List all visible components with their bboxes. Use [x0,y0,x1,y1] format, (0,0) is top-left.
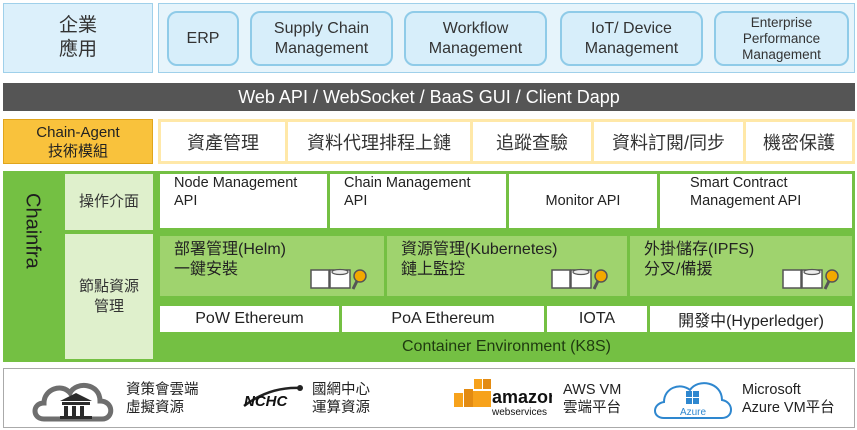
chain-agent-label: Chain-Agent 技術模組 [3,119,153,164]
provider-label: Azure VM平台 [742,400,835,416]
node-label: 分叉/備援 [644,261,713,278]
chain-agent-label-line2: 技術模組 [47,142,108,160]
node-icons [551,267,613,291]
container-environment: Container Environment (K8S) [158,334,855,360]
storage-icon [310,268,367,290]
nchc-logo-text: NCHC [244,393,288,410]
amazon-logo-text: amazon [492,387,552,407]
app-label: Management [428,39,523,57]
provider-aws: AWS VM 雲端平台 [563,381,621,417]
node-label: 資源管理(Kubernetes) [401,241,558,258]
node-resource-label: 節點資源 管理 [65,234,153,359]
amazon-logo-sub: webservices [491,407,547,418]
app-supply-chain: Supply Chain Management [250,11,393,66]
api-chain-management: Chain Management API [330,174,506,228]
app-label: Enterprise [750,14,813,30]
nchc-logo: NCHC [243,385,303,410]
agent-item: 資料訂閱/同步 [594,122,743,161]
agent-item: 資產管理 [161,122,285,161]
app-enterprise-performance: Enterprise Performance Management [714,11,849,66]
app-workflow: Workflow Management [404,11,547,66]
api-label: Monitor API [545,193,621,209]
node-label: 鏈上監控 [401,261,466,278]
storage-icon [551,268,608,290]
azure-windows-icon [686,391,699,404]
node-label: 部署管理(Helm) [174,241,286,258]
ledger-poa-ethereum: PoA Ethereum [342,306,544,332]
ledger-hyperledger: 開發中(Hyperledger) [650,306,852,332]
azure-logo-text: Azure [680,407,707,418]
app-label: Management [742,46,821,62]
app-label: Management [274,39,369,57]
azure-cloud-icon: Azure [654,382,732,419]
api-node-management: Node Management API [160,174,327,228]
app-label: Supply Chain [273,19,370,37]
app-label: IoT/ Device [591,19,672,37]
api-label: Smart Contract [690,175,788,191]
chainfra-side [3,171,61,362]
node-label: 外掛儲存(IPFS) [644,241,755,258]
provider-label: 國網中心 [312,382,370,398]
provider-label: 資策會雲端 [126,382,199,398]
node-icons [782,267,844,291]
provider-iii: 資策會雲端 虛擬資源 [126,381,199,417]
node-resource-k8s: 資源管理(Kubernetes) 鏈上監控 [387,236,627,296]
app-label: Workflow [442,19,509,37]
provider-nchc: 國網中心 運算資源 [312,381,370,417]
api-label: API [174,193,198,209]
enterprise-label-line2: 應用 [58,39,97,60]
provider-label: 虛擬資源 [126,400,184,416]
provider-azure: Microsoft Azure VM平台 [742,381,835,417]
enterprise-label: 企業 應用 [3,3,153,73]
amazon-web-services-logo: amazon webservices [454,379,552,418]
agent-item: 資料代理排程上鏈 [288,122,470,161]
app-erp: ERP [167,11,239,66]
app-label: Performance [742,30,821,46]
provider-label: 運算資源 [312,400,370,416]
agent-item: 追蹤查驗 [473,122,591,161]
api-monitor: Monitor API [509,174,657,228]
ops-interface-label: 操作介面 [65,174,153,230]
node-label: 一鍵安裝 [174,261,239,278]
app-iot-device: IoT/ Device Management [560,11,703,66]
chain-agent-label-line1: Chain-Agent [36,123,120,141]
provider-label: Microsoft [742,382,801,398]
chainfra-label: Chainfra [21,193,44,269]
agent-item: 機密保護 [746,122,852,161]
api-bar: Web API / WebSocket / BaaS GUI / Client … [3,83,855,111]
provider-label: AWS VM [563,382,622,398]
node-label-line1: 節點資源 [78,277,139,295]
provider-label: 雲端平台 [563,400,621,416]
app-label: ERP [186,29,220,47]
api-smart-contract: Smart Contract Management API [660,174,852,228]
api-label: Management API [690,193,802,209]
api-label: API [344,193,368,209]
cloud-building-icon [32,383,114,422]
enterprise-label-line1: 企業 [58,15,97,36]
ledger-iota: IOTA [547,306,647,332]
ledger-pow-ethereum: PoW Ethereum [160,306,339,332]
storage-icon [782,268,839,290]
node-icons [310,267,372,291]
api-label: Node Management [174,175,298,191]
node-label-line2: 管理 [93,297,124,315]
api-label: Chain Management [344,175,471,191]
app-label: Management [584,39,679,57]
